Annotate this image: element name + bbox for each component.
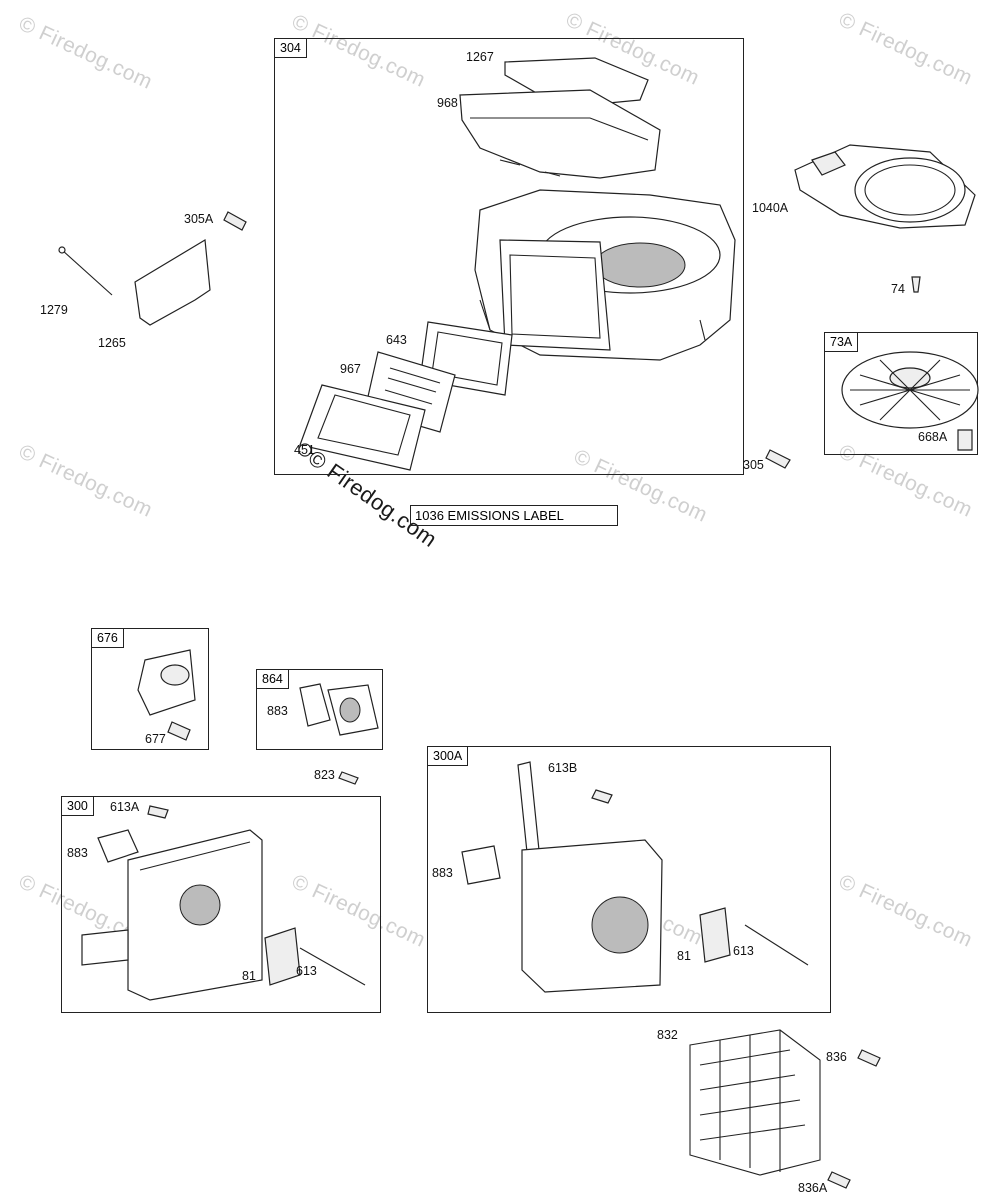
part-label: 832 — [657, 1028, 678, 1042]
part-label: 823 — [314, 768, 335, 782]
part-label: 613B — [548, 761, 578, 775]
part-label: 305A — [184, 212, 214, 226]
exhaust-adapter-illustration — [299, 683, 379, 736]
rotating-screen-illustration — [841, 351, 979, 451]
muffler-300a-illustration — [461, 761, 809, 993]
part-label: 968 — [437, 96, 458, 110]
blower-housing-illustration — [474, 189, 736, 361]
rewind-shroud-illustration — [794, 144, 976, 293]
part-label: 668A — [918, 430, 948, 444]
section-tag: 304 — [274, 38, 307, 58]
section-tag: 864 — [256, 669, 289, 689]
part-label: 613 — [296, 964, 317, 978]
filter-illustrations — [298, 321, 513, 471]
part-label: 305 — [743, 458, 764, 472]
part-label: 836 — [826, 1050, 847, 1064]
air-cleaner-cover-illustration — [459, 57, 661, 179]
section-676: 676 — [91, 628, 209, 750]
part-label: 613 — [733, 944, 754, 958]
part-label: 883 — [267, 704, 288, 718]
section-tag: 676 — [91, 628, 124, 648]
section-tag: 73A — [824, 332, 859, 352]
part-label: 1040A — [752, 201, 789, 215]
screw-823-illustration — [338, 771, 359, 785]
section-300a: 300A — [427, 746, 831, 1013]
emissions-label-box: 1036 EMISSIONS LABEL — [410, 505, 618, 526]
part-label: 451 — [294, 443, 315, 457]
part-label: 613A — [110, 800, 140, 814]
part-label: 967 — [340, 362, 361, 376]
part-label: 883 — [67, 846, 88, 860]
bracket-illustration — [58, 211, 247, 326]
part-label: 74 — [891, 282, 905, 296]
part-label: 81 — [677, 949, 691, 963]
section-tag: 300 — [61, 796, 94, 816]
part-label: 836A — [798, 1181, 828, 1195]
part-676-illustration — [137, 649, 196, 741]
part-label: 883 — [432, 866, 453, 880]
part-label: 81 — [242, 969, 256, 983]
muffler-guard-illustration — [689, 1029, 881, 1189]
part-label: 643 — [386, 333, 407, 347]
muffler-300-illustration — [81, 805, 366, 1001]
part-label: 677 — [145, 732, 166, 746]
screw-305-illustration — [765, 449, 791, 469]
part-label: 1267 — [466, 50, 494, 64]
part-label: 1279 — [40, 303, 68, 317]
section-300: 300 — [61, 796, 381, 1013]
part-label: 1265 — [98, 336, 126, 350]
section-304: 304 — [274, 38, 744, 475]
section-864: 864 — [256, 669, 383, 750]
section-tag: 300A — [427, 746, 469, 766]
